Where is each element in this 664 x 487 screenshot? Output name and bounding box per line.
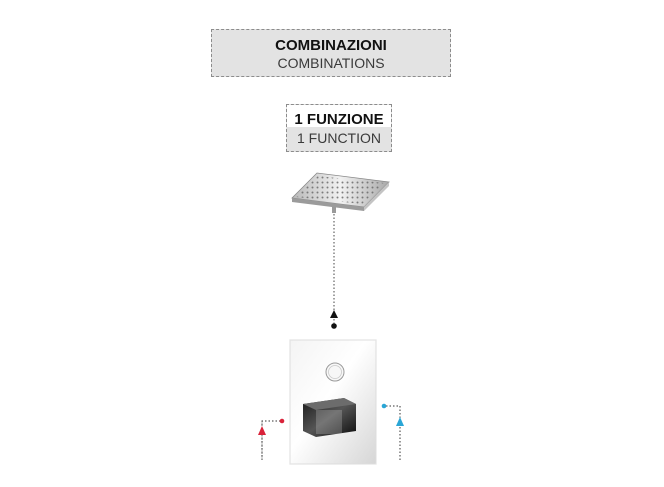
hot-water-indicator-icon <box>258 418 285 460</box>
connection-arrow-icon <box>330 310 338 318</box>
thermostatic-mixer-plate-icon <box>289 339 377 465</box>
cold-water-indicator-icon <box>381 403 404 460</box>
function-label-box: 1 FUNZIONE 1 FUNCTION <box>286 104 392 152</box>
square-shower-head-icon <box>291 172 390 213</box>
combinations-title-en: COMBINATIONS <box>277 55 385 71</box>
combinations-title-it: COMBINAZIONI <box>275 37 387 54</box>
combinations-header: COMBINAZIONI COMBINATIONS <box>211 29 451 77</box>
connection-endpoint-dot <box>331 323 337 329</box>
function-title-it: 1 FUNZIONE <box>294 111 384 128</box>
function-title-en: 1 FUNCTION <box>297 130 381 146</box>
